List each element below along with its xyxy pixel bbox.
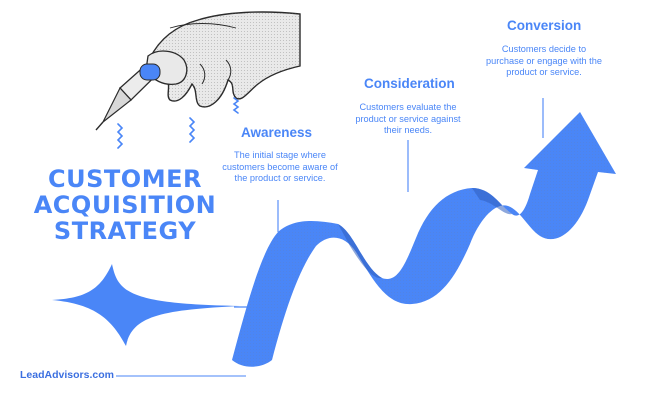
title-line: ACQUISITION bbox=[33, 191, 217, 219]
title-line: CUSTOMER bbox=[48, 165, 202, 193]
title-line: STRATEGY bbox=[53, 217, 197, 245]
growth-arrow-icon bbox=[232, 112, 616, 367]
hand-with-pen-icon bbox=[95, 11, 301, 131]
stage-conversion-description: Customers decide to purchase or engage w… bbox=[486, 44, 602, 78]
stage-consideration-title: Consideration bbox=[364, 76, 455, 91]
stage-awareness-description: The initial stage where customers become… bbox=[222, 150, 338, 184]
stage-consideration-description: Customers evaluate the product or servic… bbox=[355, 102, 461, 136]
brand-link[interactable]: LeadAdvisors.com bbox=[20, 369, 114, 381]
connector-lines bbox=[116, 98, 544, 377]
squiggle-lines bbox=[116, 97, 240, 149]
stage-awareness-title: Awareness bbox=[241, 125, 313, 140]
sparkle-star-icon bbox=[52, 264, 240, 346]
page-title: CUSTOMER ACQUISITION STRATEGY bbox=[18, 166, 232, 244]
stage-conversion-title: Conversion bbox=[507, 18, 582, 33]
